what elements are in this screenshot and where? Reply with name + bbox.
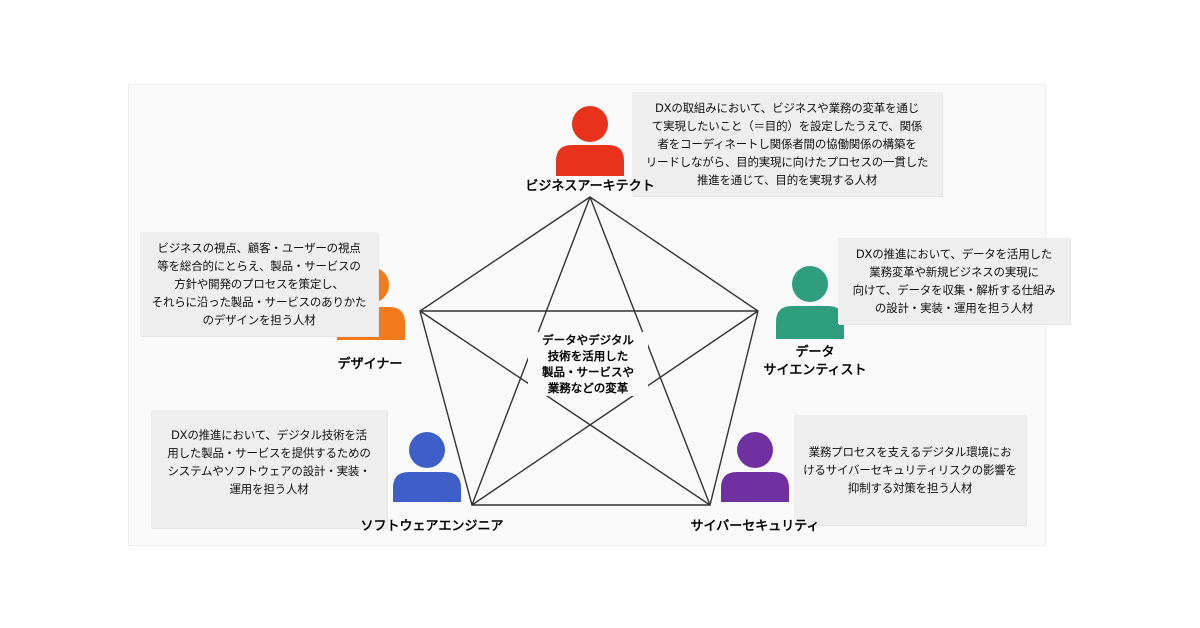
cybersecurity-person-icon — [721, 432, 789, 502]
center-line: 業務などの変革 — [547, 381, 629, 395]
description-line: リードしながら、目的実現に向けたプロセスの一貫した — [645, 155, 929, 169]
designer-label: デザイナー — [337, 357, 403, 372]
center-transformation-text: データやデジタル 技術を活用した 製品・サービスや 業務などの変革 — [528, 332, 648, 396]
data-scientist-person-icon — [776, 266, 844, 339]
description-line: 方針や開発のプロセスを策定し、 — [174, 277, 344, 291]
description-line: DXの取組みにおいて、ビジネスや業務の変革を通じ — [654, 101, 919, 115]
description-line: けるサイバーセキュリティリスクの影響を — [803, 463, 1017, 477]
description-line: DXの推進において、デジタル技術を活 — [171, 428, 367, 442]
business-architect-person-icon — [556, 106, 624, 176]
description-line: の設計・実装・運用を担う人材 — [874, 301, 1034, 315]
data-scientist-label-line: データ — [795, 345, 835, 360]
description-line: 抑制する対策を担う人材 — [847, 481, 973, 495]
business-architect-label: ビジネスアーキテクト — [525, 179, 655, 194]
center-line: 製品・サービスや — [542, 365, 634, 379]
description-line: 業務変革や新規ビジネスの実現に — [869, 265, 1039, 279]
description-line: 者をコーディネートし関係者間の協働関係の構築を — [657, 137, 917, 151]
description-line: のデザインを担う人材 — [202, 313, 316, 327]
description-line: 等を総合的にとらえ、製品・サービスの — [157, 259, 361, 273]
description-line: 運用を担う人材 — [229, 482, 309, 496]
description-line: それらに沿った製品・サービスのありかた — [151, 295, 367, 309]
software-engineer-person-icon — [393, 432, 461, 502]
center-line: 技術を活用した — [547, 349, 629, 363]
cybersecurity-description: 業務プロセスを支えるデジタル環境にお けるサイバーセキュリティリスクの影響を 抑… — [794, 415, 1026, 525]
data-scientist-description: DXの推進において、データを活用した 業務変革や新規ビジネスの実現に 向けて、デ… — [838, 238, 1070, 324]
software-engineer-label: ソフトウェアエンジニア — [360, 519, 504, 534]
cybersecurity-label: サイバーセキュリティ — [690, 519, 820, 534]
description-line: システムやソフトウェアの設計・実装・ — [167, 464, 371, 478]
description-line: 用した製品・サービスを提供するための — [167, 446, 371, 460]
description-line: 向けて、データを収集・解析する仕組み — [852, 283, 1056, 297]
description-line: DXの推進において、データを活用した — [855, 247, 1053, 261]
description-line: 業務プロセスを支えるデジタル環境にお — [808, 445, 1012, 459]
data-scientist-label: データ サイエンティスト — [750, 344, 880, 380]
description-line: ビジネスの視点、顧客・ユーザーの視点 — [157, 241, 361, 255]
description-line: 推進を通じて、目的を実現する人材 — [696, 173, 878, 187]
data-scientist-label-line: サイエンティスト — [763, 363, 867, 378]
software-engineer-description: DXの推進において、デジタル技術を活 用した製品・サービスを提供するための シス… — [151, 410, 387, 528]
description-line: て実現したいこと（＝目的）を設定したうえで、関係 — [651, 119, 923, 133]
center-line: データやデジタル — [542, 333, 634, 347]
business-architect-description: DXの取組みにおいて、ビジネスや業務の変革を通じ て実現したいこと（＝目的）を設… — [632, 92, 942, 196]
pentagon-outline — [419, 196, 759, 506]
designer-description: ビジネスの視点、顧客・ユーザーの視点 等を総合的にとらえ、製品・サービスの 方針… — [140, 232, 378, 336]
